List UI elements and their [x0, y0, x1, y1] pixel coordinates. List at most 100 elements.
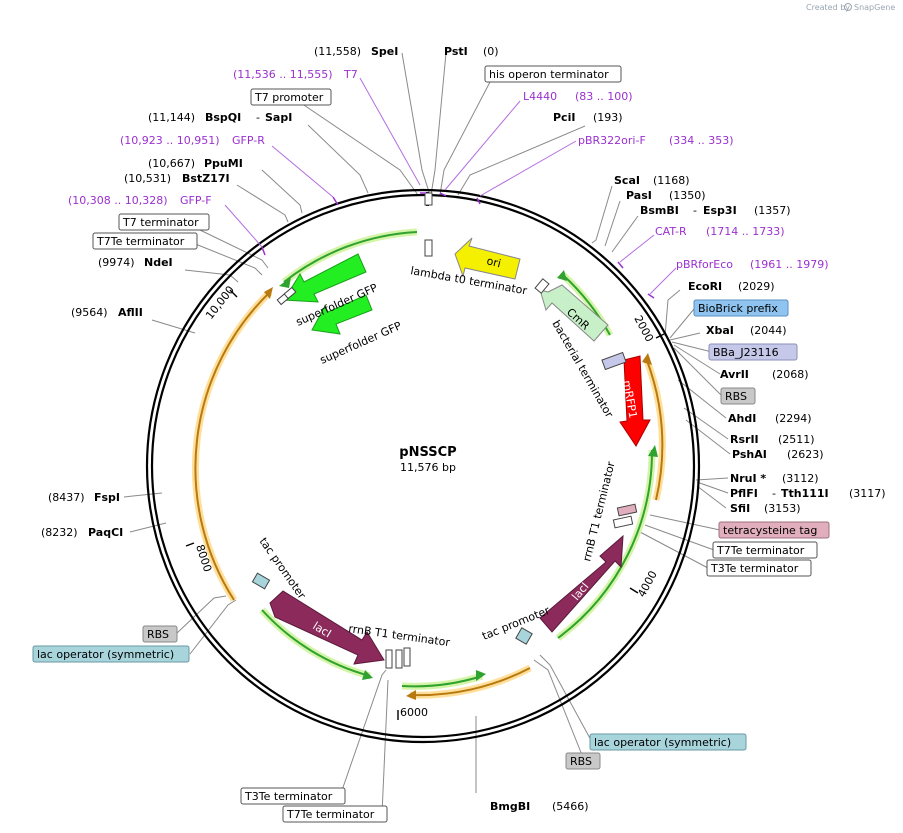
label-bba-j23116: BBa_J23116	[713, 346, 779, 359]
tick-label-2000: 2000	[631, 313, 656, 344]
primer-marker-l4440	[439, 192, 447, 197]
site-pos-psti: (0)	[483, 45, 499, 58]
orf-arcs	[191, 228, 666, 699]
ori-arrow	[454, 237, 521, 280]
site-dash-pflfi: -	[772, 487, 776, 500]
site-pos-pcii: (193)	[593, 111, 623, 124]
backbone-inner	[150, 193, 696, 739]
leader-lines	[123, 52, 731, 815]
site-pos-aflii: (9564)	[71, 306, 108, 319]
label-t7te-terminator-top: T7Te terminator	[96, 235, 185, 248]
box-bba-j23116	[708, 343, 798, 361]
site-pos-xbai: (2044)	[750, 324, 787, 337]
site-pos-scai: (1168)	[653, 174, 690, 187]
site-sfii: SfiI	[730, 502, 750, 515]
label-t7-promoter: T7 promoter	[254, 91, 324, 104]
primer-l4440: L4440	[523, 90, 557, 103]
label-rbs-right: RBS	[725, 390, 747, 403]
orf-arrowhead-lower-left-green	[362, 670, 373, 680]
site-pos-bsmbi: (1357)	[754, 204, 791, 217]
primer-marker-pbrforeco	[647, 293, 655, 299]
laci-right-arrow	[539, 534, 624, 633]
primer-range-t7: (11,536 .. 11,555)	[233, 68, 333, 81]
tetracys-glyph	[616, 503, 638, 517]
box-his-operon-terminator	[484, 65, 622, 83]
site-avrii: AvrII	[720, 368, 749, 381]
site-ppumi: PpuMI	[204, 157, 243, 170]
backbone-outer	[145, 188, 701, 744]
orf-arrowhead-top-left	[279, 277, 291, 288]
watermark-created-by: Created by	[806, 3, 850, 12]
site-pos-rsrii: (2511)	[778, 433, 815, 446]
primer-marker-cat-r	[617, 261, 624, 269]
top-left-terminator-glyph-2	[283, 286, 297, 300]
label-lac-operator-bottom: lac operator (symmetric)	[594, 736, 731, 749]
site-rsrii: RsrII	[730, 433, 759, 446]
site-pos-spei: (11,558)	[314, 45, 361, 58]
sfgfp-arrow-1	[283, 253, 367, 303]
primer-range-gfp-f: (10,308 .. 10,328)	[68, 194, 168, 207]
laci-left-arrow	[269, 590, 385, 665]
tick-marks	[185, 289, 665, 720]
site-bmgbi: BmgBI	[490, 800, 530, 813]
watermark-brand: SnapGene	[854, 3, 895, 12]
orf-arc-right-green	[557, 449, 654, 639]
site-pos-bspqi: (11,144)	[148, 111, 195, 124]
primer-range-pbr322ori-f: (334 .. 353)	[669, 134, 734, 147]
site-pos-ppumi: (10,667)	[148, 157, 195, 170]
box-biobrick-prefix	[693, 299, 789, 317]
orf-arc-bottom-orange	[409, 667, 531, 697]
site-esp3i: Esp3I	[703, 204, 737, 217]
primer-range-pbrforeco: (1961 .. 1979)	[750, 258, 829, 271]
ori-label: ori	[485, 254, 502, 270]
site-pos-sfii: (3153)	[764, 502, 801, 515]
site-pos-ahdi: (2294)	[775, 412, 812, 425]
site-spei: SpeI	[371, 45, 398, 58]
label-t3te-terminator-right: T3Te terminator	[710, 562, 799, 575]
biobrick-region-glyph	[601, 351, 627, 371]
site-pos-bstz17i: (10,531)	[124, 172, 171, 185]
bacterial-terminator-glyph	[534, 278, 550, 294]
bottom-terminator-glyph-2	[395, 649, 403, 669]
box-rbs-bottom	[565, 752, 601, 770]
box-t7-terminator	[118, 213, 210, 231]
right-terminator-glyph	[612, 515, 634, 529]
primer-range-cat-r: (1714 .. 1733)	[706, 225, 785, 238]
site-ndei: NdeI	[144, 256, 173, 269]
site-pos-pasi: (1350)	[669, 189, 706, 202]
feature-arrows: ori CmR mRFP1 lacI lacI	[269, 237, 651, 665]
label-t3te-terminator-bottom: T3Te terminator	[244, 790, 333, 803]
site-labels: (11,558) SpeI PstI (0) PciI (193) (11,14…	[41, 45, 886, 813]
bottom-terminator-glyph	[385, 649, 393, 669]
orf-arc-lower-left-green	[261, 609, 371, 677]
site-sapi: SapI	[265, 111, 292, 124]
box-lac-operator-left	[32, 645, 190, 663]
lac-operator-right-glyph	[515, 627, 533, 645]
primer-markers	[261, 192, 655, 299]
primer-cat-r: CAT-R	[655, 225, 687, 238]
tick-label-10000: 10,000	[203, 284, 237, 322]
site-pasi: PasI	[626, 189, 652, 202]
primer-labels: (11,536 .. 11,555) T7 L4440 (83 .. 100) …	[68, 68, 829, 271]
box-t7te-terminator-top	[92, 232, 198, 250]
sfgfp-arrow-2	[311, 294, 373, 335]
site-pos-paqci: (8232)	[41, 526, 78, 539]
his-terminator-glyph	[424, 192, 433, 206]
box-rbs-left	[142, 625, 178, 643]
site-scai: ScaI	[614, 174, 640, 187]
site-pflfi: PflFI	[730, 487, 758, 500]
site-fspi: FspI	[94, 491, 120, 504]
label-t7te-terminator-right: T7Te terminator	[716, 544, 805, 557]
label-t7te-terminator-bottom: T7Te terminator	[286, 808, 375, 821]
primer-range-gfp-r: (10,923 .. 10,951)	[120, 134, 220, 147]
tick-4000	[629, 587, 639, 594]
box-tetracysteine-tag	[718, 521, 830, 539]
mrfp1-arrow	[619, 355, 651, 447]
site-pos-avrii: (2068)	[772, 368, 809, 381]
primer-pbrforeco: pBRforEco	[676, 258, 733, 271]
site-pcii: PciI	[553, 111, 575, 124]
site-paqci: PaqCI	[88, 526, 123, 539]
snapgene-logo-icon	[844, 3, 852, 11]
label-biobrick-prefix: BioBrick prefix	[698, 302, 778, 315]
